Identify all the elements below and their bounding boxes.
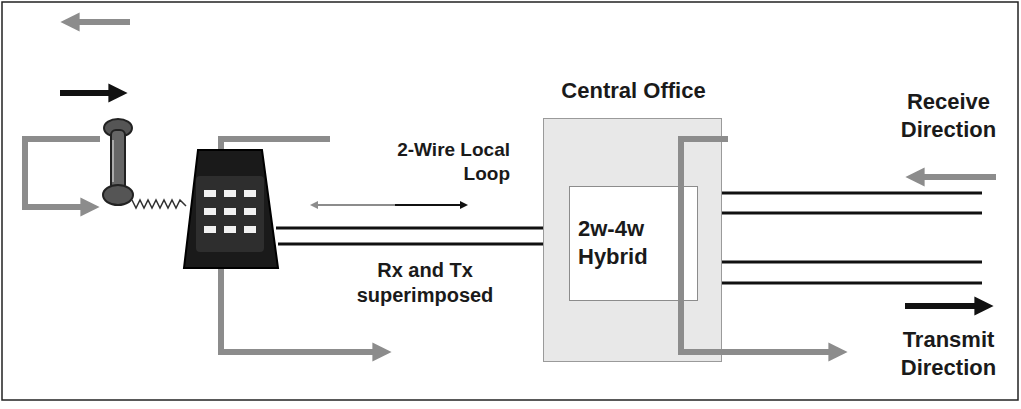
handset-cord xyxy=(132,200,186,208)
receive-wire xyxy=(697,212,982,215)
transmit-arrow xyxy=(60,90,118,96)
frame xyxy=(2,2,1018,400)
hybrid-box: 2w-4w Hybrid xyxy=(569,186,698,301)
keypad xyxy=(204,190,256,233)
key xyxy=(224,226,236,233)
key xyxy=(244,226,256,233)
key xyxy=(204,208,216,215)
key xyxy=(204,190,216,197)
loop-wire xyxy=(276,227,543,230)
central-office-box: Central Office2w-4w Hybrid xyxy=(543,118,722,362)
handset xyxy=(103,119,133,205)
key xyxy=(224,190,236,197)
receive-wire xyxy=(697,192,982,195)
receive-arrow xyxy=(314,204,398,206)
receive-arrow xyxy=(70,19,130,25)
key xyxy=(244,190,256,197)
office-heading: Central Office xyxy=(561,77,705,105)
transmit-arrow xyxy=(395,204,464,206)
key xyxy=(204,226,216,233)
loop-label: 2-Wire Local Loop xyxy=(360,138,510,186)
handset-signal-path xyxy=(25,139,100,207)
direction-label: Transmit Direction xyxy=(880,326,1017,381)
transmit-wire xyxy=(697,261,982,264)
transmit-wire xyxy=(697,282,982,285)
key xyxy=(224,208,236,215)
receive-arrow xyxy=(915,174,996,180)
direction-label: Receive Direction xyxy=(880,88,1017,143)
loop-wire xyxy=(278,243,543,246)
signal-note: Rx and Tx superimposed xyxy=(330,258,520,308)
transmit-arrow xyxy=(905,303,984,309)
hybrid-label: 2w-4w Hybrid xyxy=(578,215,674,270)
key xyxy=(244,208,256,215)
telephone-base xyxy=(184,150,278,268)
